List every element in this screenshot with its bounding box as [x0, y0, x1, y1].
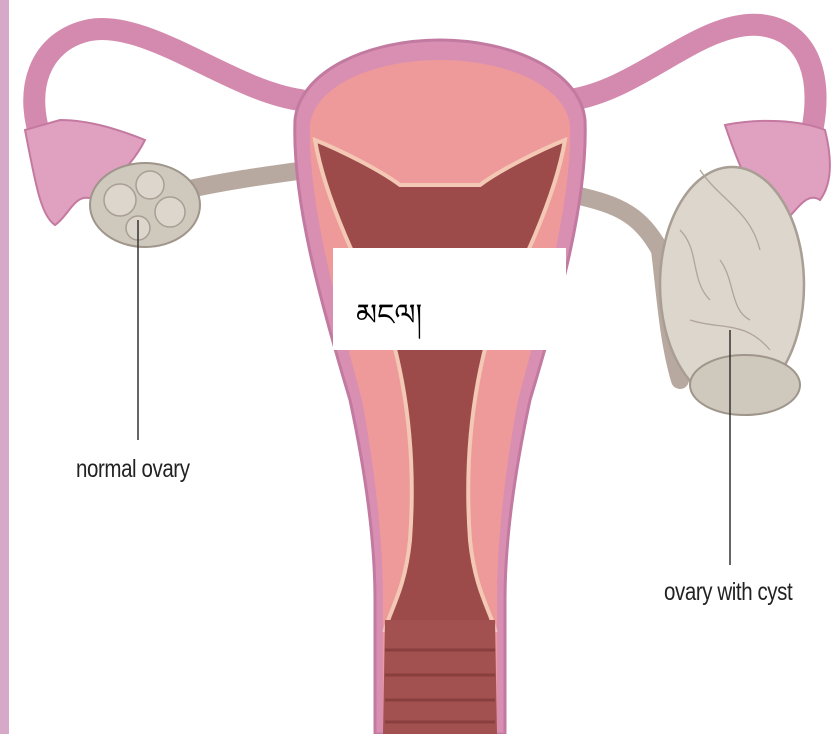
vaginal-canal: [383, 620, 497, 734]
normal-ovary-label: normal ovary: [76, 455, 190, 484]
cyst-ovary-label: ovary with cyst: [664, 578, 792, 607]
uterus-tibetan-label: མངལ།: [356, 282, 422, 366]
normal-ovary: [90, 163, 200, 247]
left-ovarian-ligament: [185, 170, 305, 190]
